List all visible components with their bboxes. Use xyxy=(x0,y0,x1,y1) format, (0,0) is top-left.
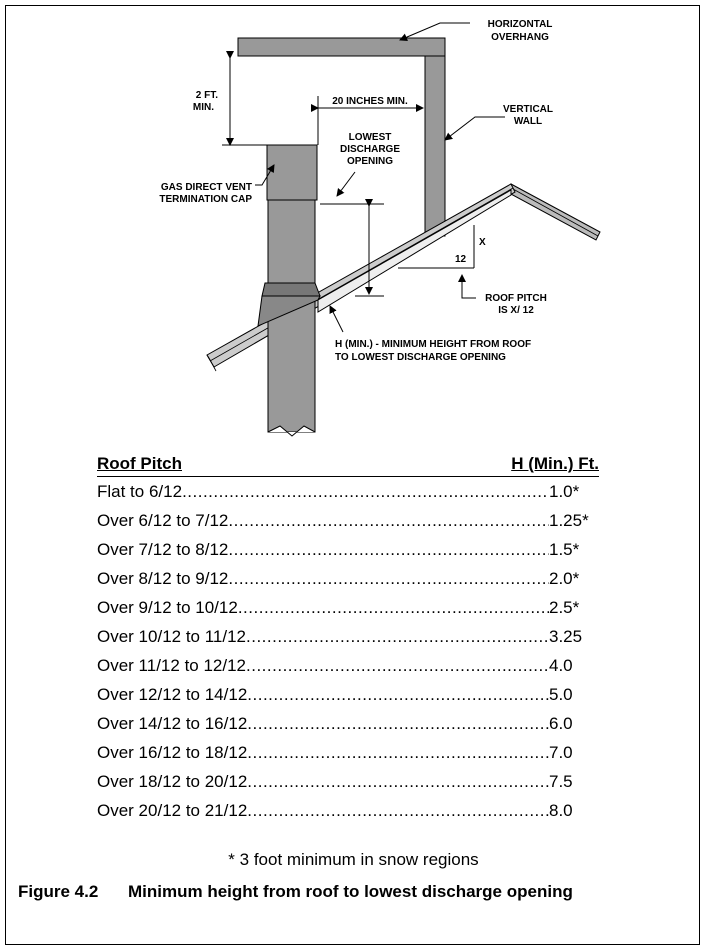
row-pitch: Over 20/12 to 21/12 xyxy=(97,801,248,820)
row-height: 1.5* xyxy=(549,540,580,559)
h-min-label-1: H (MIN.) - MINIMUM HEIGHT FROM ROOF xyxy=(335,339,531,350)
figure-title: Minimum height from roof to lowest disch… xyxy=(128,882,573,901)
table-row: Over 9/12 to 10/12 2.5* xyxy=(97,593,599,622)
row-height: 5.0 xyxy=(549,685,573,704)
gas-cap-label-1: GAS DIRECT VENT xyxy=(161,182,252,193)
leader-dots xyxy=(246,622,549,651)
vent-diagram: 2 FT. MIN. 20 INCHES MIN. HORIZONTAL OVE… xyxy=(159,19,601,437)
pitch-table: Roof Pitch H (Min.) Ft. Flat to 6/12 1.0*… xyxy=(97,452,599,825)
leader-dots xyxy=(182,477,549,506)
row-height: 7.5 xyxy=(549,772,573,791)
row-height: 6.0 xyxy=(549,714,573,733)
row-pitch: Over 18/12 to 20/12 xyxy=(97,772,248,791)
twenty-inches-label: 20 INCHES MIN. xyxy=(332,96,408,107)
row-height: 2.0* xyxy=(549,569,580,588)
table-row: Over 16/12 to 18/12 7.0 xyxy=(97,738,599,767)
row-pitch: Over 11/12 to 12/12 xyxy=(97,656,247,675)
vertical-wall-label-2: WALL xyxy=(514,116,542,127)
table-row: Over 20/12 to 21/12 8.0 xyxy=(97,796,599,825)
table-row: Over 7/12 to 8/12 1.5* xyxy=(97,535,599,564)
table-row: Flat to 6/12 1.0* xyxy=(97,477,599,506)
table-row: Over 14/12 to 16/12 6.0 xyxy=(97,709,599,738)
row-pitch: Over 16/12 to 18/12 xyxy=(97,743,248,762)
row-height: 3.25 xyxy=(549,627,583,646)
row-pitch: Over 7/12 to 8/12 xyxy=(97,540,229,559)
discharge-label-2: DISCHARGE xyxy=(340,144,400,155)
termination-cap xyxy=(266,144,318,201)
horizontal-overhang xyxy=(237,37,446,57)
table-row: Over 18/12 to 20/12 7.5 xyxy=(97,767,599,796)
leader-dots xyxy=(228,535,549,564)
row-pitch: Over 8/12 to 9/12 xyxy=(97,569,229,588)
row-height: 2.5* xyxy=(549,598,580,617)
row-pitch: Over 14/12 to 16/12 xyxy=(97,714,248,733)
table-body: Flat to 6/121.0*Over 6/12 to 7/121.25*Ov… xyxy=(97,477,599,825)
header-roof-pitch: Roof Pitch xyxy=(97,454,182,473)
leader-dots xyxy=(238,593,549,622)
discharge-label-1: LOWEST xyxy=(349,132,392,143)
leader-dots xyxy=(228,564,549,593)
leader-dots xyxy=(247,680,549,709)
overhang-label-2: OVERHANG xyxy=(491,32,549,43)
roof-pitch-label-1: ROOF PITCH xyxy=(485,293,547,304)
row-height: 1.25* xyxy=(549,511,589,530)
table-row: Over 10/12 to 11/12 3.25 xyxy=(97,622,599,651)
leader-dots xyxy=(247,767,549,796)
table-row: Over 12/12 to 14/12 5.0 xyxy=(97,680,599,709)
table-header: Roof Pitch H (Min.) Ft. xyxy=(97,452,599,477)
row-pitch: Over 6/12 to 7/12 xyxy=(97,511,229,530)
snow-note: * 3 foot minimum in snow regions xyxy=(228,850,479,869)
leader-dots xyxy=(247,709,549,738)
vertical-wall-label-1: VERTICAL xyxy=(503,104,553,115)
row-height: 1.0* xyxy=(549,482,580,501)
h-min-label-2: TO LOWEST DISCHARGE OPENING xyxy=(335,352,506,363)
two-ft-label-2: MIN. xyxy=(193,102,214,113)
leader-dots xyxy=(247,738,549,767)
row-height: 4.0 xyxy=(549,656,573,675)
table-row: Over 6/12 to 7/12 1.25* xyxy=(97,506,599,535)
table-row: Over 8/12 to 9/12 2.0* xyxy=(97,564,599,593)
row-pitch: Flat to 6/12 xyxy=(97,482,183,501)
header-h-min: H (Min.) Ft. xyxy=(511,454,599,473)
twelve-label: 12 xyxy=(455,254,467,265)
figure-caption: Figure 4.2 Minimum height from roof to lo… xyxy=(18,880,638,903)
discharge-label-3: OPENING xyxy=(347,156,393,167)
row-height: 7.0 xyxy=(549,743,573,762)
leader-dots xyxy=(246,651,549,680)
x-label: X xyxy=(479,237,486,248)
row-pitch: Over 9/12 to 10/12 xyxy=(97,598,238,617)
overhang-label-1: HORIZONTAL xyxy=(488,19,553,30)
leader-dots xyxy=(247,796,549,825)
gas-cap-label-2: TERMINATION CAP xyxy=(159,194,252,205)
roof-pitch-label-2: IS X/ 12 xyxy=(498,305,534,316)
vertical-wall xyxy=(424,55,446,237)
row-pitch: Over 12/12 to 14/12 xyxy=(97,685,248,704)
row-height: 8.0 xyxy=(549,801,573,820)
table-row: Over 11/12 to 12/12 4.0 xyxy=(97,651,599,680)
two-ft-label-1: 2 FT. xyxy=(196,90,218,101)
row-pitch: Over 10/12 to 11/12 xyxy=(97,627,247,646)
figure-number: Figure 4.2 xyxy=(18,882,99,901)
leader-dots xyxy=(228,506,549,535)
